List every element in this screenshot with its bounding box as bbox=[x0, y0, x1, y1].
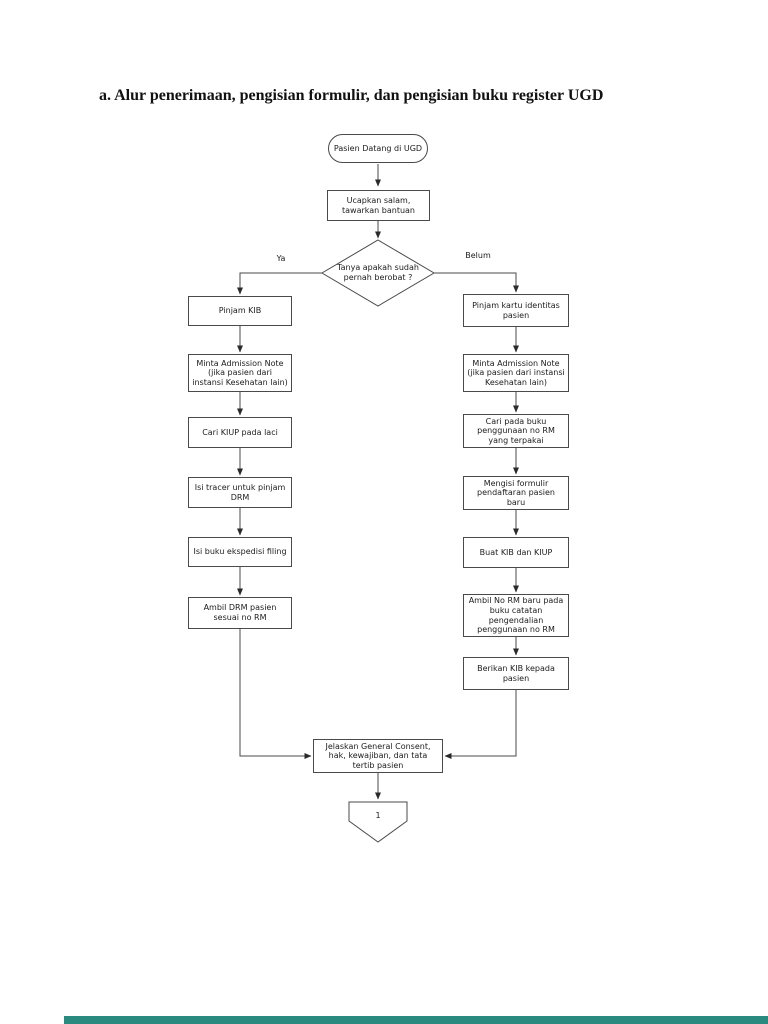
left-step-isi-tracer: Isi tracer untuk pinjam DRM bbox=[188, 477, 292, 508]
viewer-bottom-strip bbox=[64, 1016, 768, 1024]
decision-diamond-shape bbox=[321, 239, 435, 307]
left-step-minta-admission-note: Minta Admission Note (jika pasien dari i… bbox=[188, 354, 292, 392]
right-step-berikan-kib: Berikan KIB kepada pasien bbox=[463, 657, 569, 690]
start-terminator: Pasien Datang di UGD bbox=[328, 134, 428, 163]
right-step-pinjam-kartu-identitas: Pinjam kartu identitas pasien bbox=[463, 294, 569, 327]
offpage-connector-shape bbox=[348, 801, 408, 843]
process-greet: Ucapkan salam, tawarkan bantuan bbox=[327, 190, 430, 221]
left-step-pinjam-kib: Pinjam KIB bbox=[188, 296, 292, 326]
left-step-ambil-drm: Ambil DRM pasien sesuai no RM bbox=[188, 597, 292, 629]
decision-label: Tanya apakah sudah pernah berobat ? bbox=[337, 263, 419, 282]
branch-label-ya: Ya bbox=[276, 254, 286, 263]
left-step-cari-kiup: Cari KIUP pada laci bbox=[188, 417, 292, 448]
offpage-connector-label: 1 bbox=[375, 811, 381, 821]
right-step-ambil-no-rm: Ambil No RM baru pada buku catatan penge… bbox=[463, 594, 569, 637]
right-step-cari-buku-penggunaan: Cari pada buku penggunaan no RM yang ter… bbox=[463, 414, 569, 448]
left-step-isi-buku-ekspedisi: Isi buku ekspedisi filing bbox=[188, 537, 292, 567]
connector-lines bbox=[237, 164, 519, 800]
right-step-mengisi-formulir: Mengisi formulir pendaftaran pasien baru bbox=[463, 476, 569, 510]
branch-label-belum: Belum bbox=[465, 251, 491, 260]
page-title: a. Alur penerimaan, pengisian formulir, … bbox=[99, 87, 604, 104]
right-step-minta-admission-note: Minta Admission Note (jika pasien dari i… bbox=[463, 354, 569, 392]
right-step-buat-kib-kiup: Buat KIB dan KIUP bbox=[463, 537, 569, 568]
merge-step-jelaskan-general-consent: Jelaskan General Consent, hak, kewajiban… bbox=[313, 739, 443, 773]
